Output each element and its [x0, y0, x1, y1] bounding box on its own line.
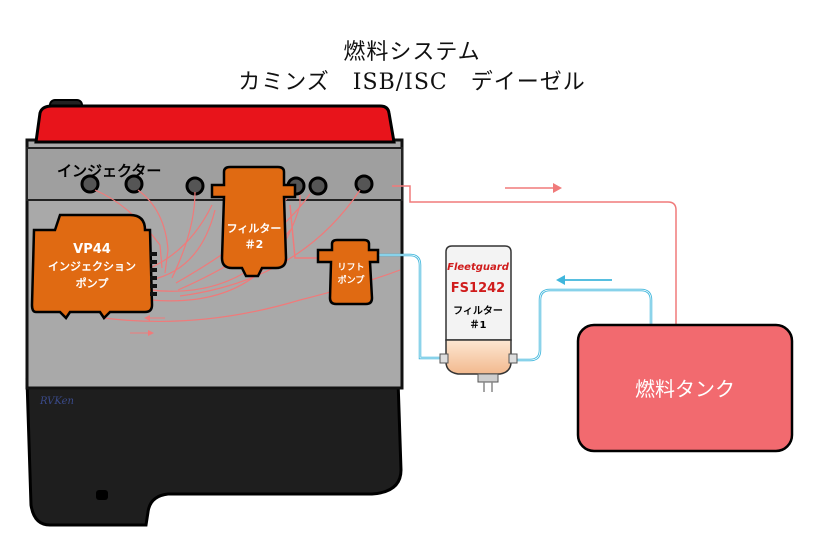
filter1-drain: [477, 373, 499, 383]
pump-feed-arrowhead-icon: [144, 315, 150, 321]
vp44-connector-pins: [150, 252, 157, 296]
fuel-filter-1: Fleetguard FS1242 フィルター ＃1: [439, 245, 518, 392]
pump-return-arrowhead-icon: [148, 330, 154, 336]
lift-pump-label-2: ポンプ: [338, 274, 366, 286]
filter2-label: フィルター: [227, 222, 282, 235]
lift-pump-label: リフト: [337, 262, 364, 273]
drain-plug: [96, 490, 108, 500]
supply-arrowhead-icon: [556, 275, 565, 285]
vp44-injection-pump: VP44 インジェクション ポンプ: [30, 213, 157, 320]
filter1-label: フィルター: [453, 305, 503, 317]
engine-oil-pan: [25, 378, 403, 527]
filter1-bowl: [445, 339, 512, 375]
title-line-1: 燃料システム: [343, 40, 481, 65]
fuel-tank-label: 燃料タンク: [635, 377, 735, 401]
vp44-label: VP44: [73, 242, 111, 257]
filter1-label-2: ＃1: [470, 319, 487, 331]
flow-arrows: [130, 183, 612, 336]
fuel-filter-2: フィルター ＃2: [210, 165, 297, 278]
filter1-outlet-port: [439, 353, 449, 364]
filter1-canister: [445, 245, 512, 341]
return-line: [392, 185, 677, 325]
filter1-brand: Fleetguard: [447, 262, 510, 273]
injector-6: [354, 174, 374, 194]
filter1-inlet-port: [508, 353, 518, 364]
injector-2: [124, 174, 144, 194]
fuel-tank: 燃料タンク: [576, 323, 794, 453]
vp44-label-3: ポンプ: [76, 276, 110, 290]
filter2-label-2: ＃2: [245, 238, 264, 251]
return-arrowhead-icon: [553, 183, 562, 193]
injector-5: [308, 176, 328, 196]
injector-1: [80, 174, 100, 194]
signature: RVKen: [39, 396, 74, 407]
lift-pump: リフト ポンプ: [316, 238, 380, 306]
injectors-label: インジェクター: [57, 162, 161, 180]
injector-3: [185, 176, 205, 196]
valve-cover: [34, 104, 396, 144]
title-line-2: カミンズ ISB/ISC デイーゼル: [238, 70, 586, 95]
filter1-model: FS1242: [451, 281, 505, 296]
filter2-to-liftpump: [289, 204, 318, 259]
vp44-label-2: インジェクション: [48, 260, 136, 273]
